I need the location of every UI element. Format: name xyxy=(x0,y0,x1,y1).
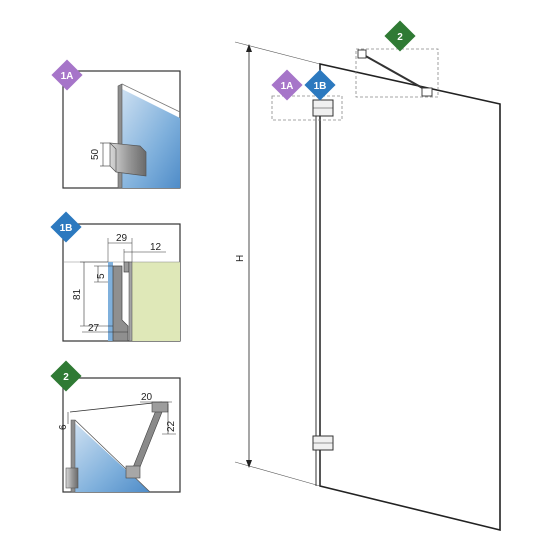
detail-2-panel: 20 6 22 2 xyxy=(50,360,181,493)
callout-box-1 xyxy=(271,95,343,121)
wall-profile xyxy=(315,110,321,486)
dim-22-label: 22 xyxy=(166,420,177,432)
bottom-hinge xyxy=(312,435,334,451)
wall-section-1b xyxy=(132,262,180,341)
badge-1b-main: 1B xyxy=(304,69,336,101)
badge-1a-main-label: 1A xyxy=(281,81,294,92)
height-dimension: H xyxy=(235,44,252,468)
hinge-bracket-1a xyxy=(109,142,147,177)
dim-27-label: 27 xyxy=(88,323,100,334)
dim-29-label: 29 xyxy=(116,233,128,244)
hinge-profile-1b xyxy=(112,261,133,342)
badge-1a-detail: 1A xyxy=(51,59,83,91)
top-hinge xyxy=(312,99,334,117)
support-arm xyxy=(357,49,433,97)
dim-50-label: 50 xyxy=(90,148,101,160)
dim-20-label: 20 xyxy=(141,392,153,403)
badge-1b-detail: 1B xyxy=(50,211,82,243)
dim-6-label: 6 xyxy=(58,424,69,430)
door-glass-outline xyxy=(319,63,501,532)
dim-5-label: 5 xyxy=(96,273,107,279)
callout-box-2 xyxy=(355,48,439,98)
glass-edge-1b xyxy=(108,262,113,341)
dim-81-label: 81 xyxy=(72,288,83,300)
badge-2-main: 2 xyxy=(384,20,416,52)
detail-1a-panel: 50 1A xyxy=(51,59,181,189)
detail-1b-panel: 29 12 5 81 27 1B xyxy=(50,211,181,342)
badge-2-detail: 2 xyxy=(50,360,82,392)
badge-1a-detail-label: 1A xyxy=(61,71,74,82)
badge-1b-detail-label: 1B xyxy=(60,223,73,234)
badge-1a-main: 1A xyxy=(271,69,303,101)
support-arm-2 xyxy=(125,401,169,479)
main-door-view: H 1A xyxy=(234,20,501,532)
height-label: H xyxy=(235,255,246,262)
badge-1b-main-label: 1B xyxy=(314,81,327,92)
badge-2-detail-label: 2 xyxy=(63,372,69,383)
dim-12-label: 12 xyxy=(150,242,162,253)
badge-2-main-label: 2 xyxy=(397,32,403,43)
